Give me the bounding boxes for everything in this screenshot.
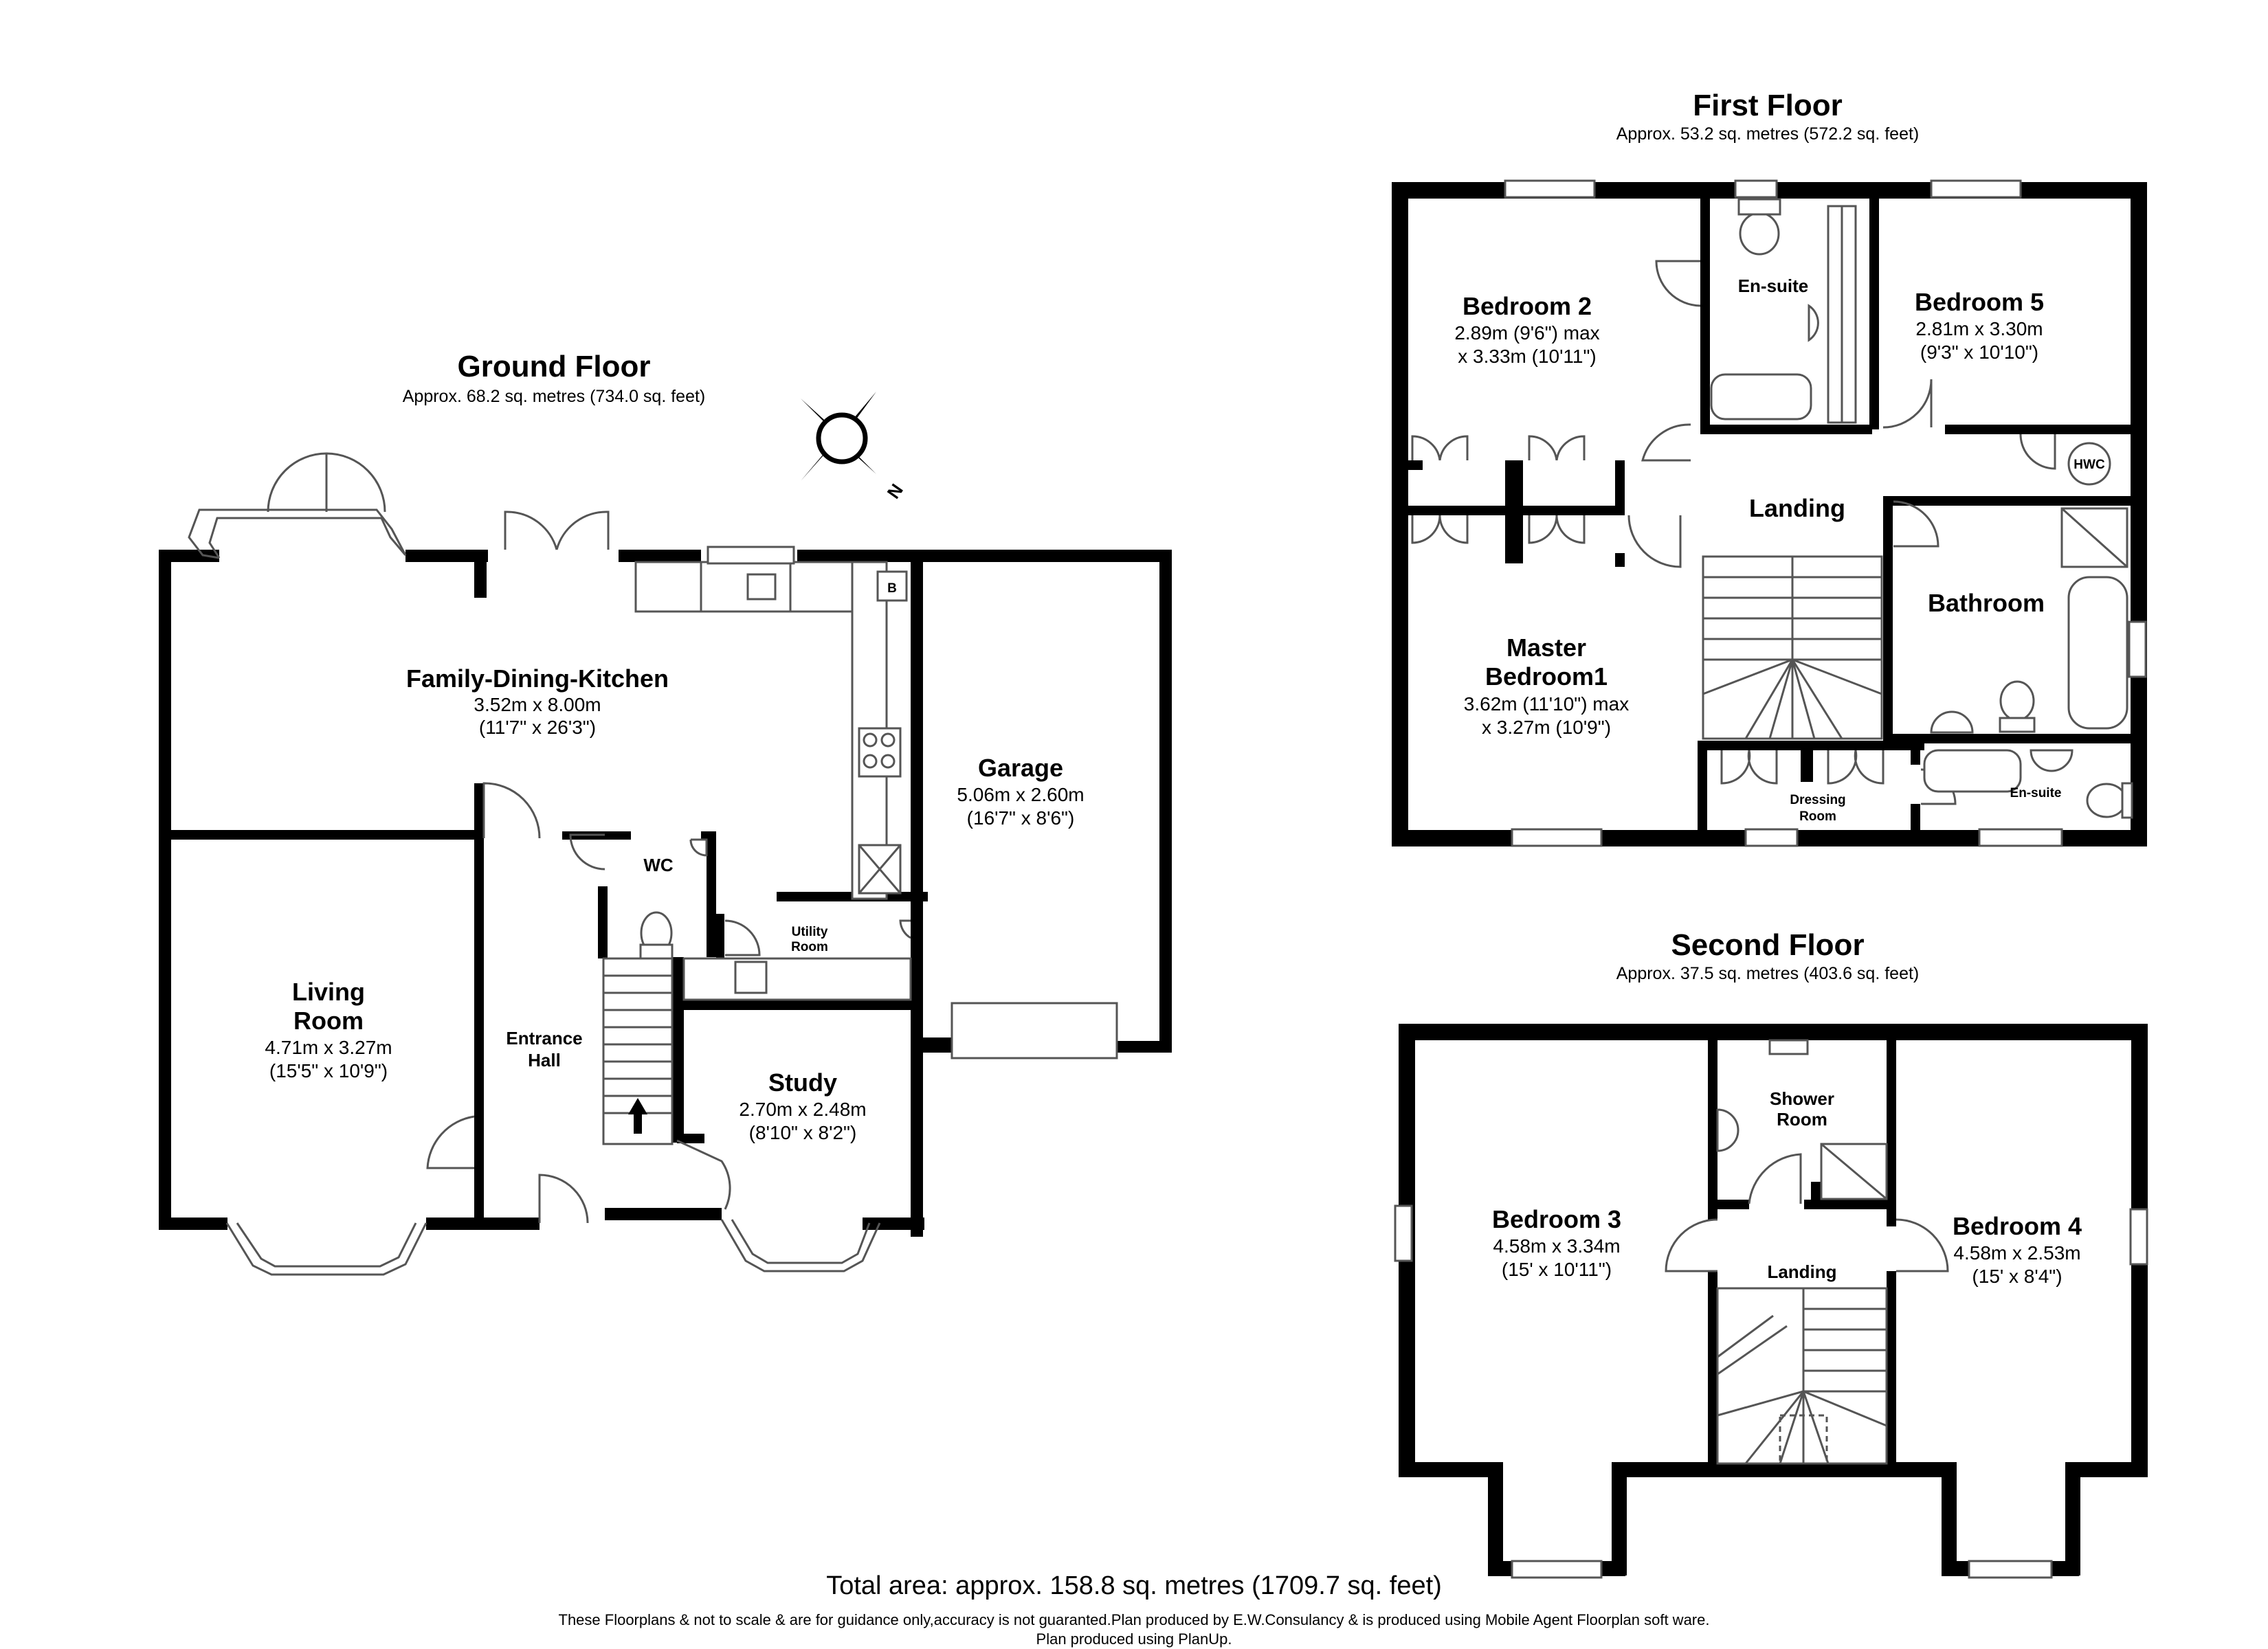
second-floor-fittings xyxy=(1716,1039,1888,1465)
living-imperial: (15'5" x 10'9") xyxy=(269,1060,388,1081)
bedroom5-dim: 2.81m x 3.30m xyxy=(1915,318,2043,339)
ground-floor-title: Ground Floor xyxy=(457,350,650,383)
second-floor-doors xyxy=(1665,1153,1949,1272)
kitchen-imperial: (11'7" x 26'3") xyxy=(479,717,596,738)
disclaimer-line2: Plan produced using PlanUp. xyxy=(1036,1630,1232,1648)
garage-dim: 5.06m x 2.60m xyxy=(957,784,1084,805)
garage-door xyxy=(950,1002,1118,1059)
second-floor-windows xyxy=(1394,1204,2148,1579)
second-floor-title: Second Floor xyxy=(1671,928,1864,962)
bedroom5-name: Bedroom 5 xyxy=(1915,288,2044,316)
bedroom3-imperial: (15' x 10'11") xyxy=(1502,1259,1612,1280)
ensuite1-name: En-suite xyxy=(1738,276,1809,296)
dressing-name-line2: Room xyxy=(1799,809,1836,824)
bedroom2-dim2: x 3.33m (10'11") xyxy=(1458,346,1597,367)
master-name-line1: Master xyxy=(1507,633,1586,662)
second-floor-walls xyxy=(1399,1024,2148,1576)
bay-window-living xyxy=(225,1222,427,1276)
kitchen-fittings: B xyxy=(634,546,908,900)
kitchen-name: Family-Dining-Kitchen xyxy=(406,664,669,693)
utility-fittings xyxy=(682,957,912,1001)
first-floor-title: First Floor xyxy=(1693,89,1843,122)
ensuite2-name: En-suite xyxy=(2010,786,2062,800)
study-imperial: (8'10" x 8'2") xyxy=(749,1122,857,1143)
master-dim2: x 3.27m (10'9") xyxy=(1482,717,1611,738)
bedroom3-name: Bedroom 3 xyxy=(1492,1205,1621,1233)
stair-up-arrow-icon xyxy=(628,1098,647,1134)
bathroom-name: Bathroom xyxy=(1928,589,2045,617)
first-floor-windows xyxy=(1504,179,2147,847)
master-dim: 3.62m (11'10") max xyxy=(1464,693,1629,715)
master-name-line2: Bedroom1 xyxy=(1485,662,1608,691)
compass-icon: N xyxy=(801,392,907,502)
ground-room-labels: Family-Dining-Kitchen 3.52m x 8.00m (11'… xyxy=(265,664,1084,1143)
living-name-line1: Living xyxy=(292,978,365,1006)
second-floor-plan: Second Floor Approx. 37.5 sq. metres (40… xyxy=(1394,928,2148,1579)
ground-floor-plan: Ground Floor Approx. 68.2 sq. metres (73… xyxy=(159,350,1172,1276)
second-floor-area: Approx. 37.5 sq. metres (403.6 sq. feet) xyxy=(1616,964,1920,983)
hall-name-line2: Hall xyxy=(528,1050,561,1070)
bedroom2-dim: 2.89m (9'6") max xyxy=(1454,322,1599,344)
utility-name-line2: Room xyxy=(791,940,828,954)
ground-stairs xyxy=(602,957,674,1145)
ground-floor-doors xyxy=(426,511,911,1224)
garage-name: Garage xyxy=(978,754,1063,782)
living-name-line2: Room xyxy=(293,1007,364,1035)
shower-name-line1: Shower xyxy=(1770,1088,1834,1109)
wc-fittings xyxy=(639,838,708,960)
second-landing-name: Landing xyxy=(1767,1261,1836,1282)
disclaimer-line1: These Floorplans & not to scale & are fo… xyxy=(559,1611,1710,1628)
ground-floor-area: Approx. 68.2 sq. metres (734.0 sq. feet) xyxy=(403,387,706,406)
ground-floor-walls xyxy=(159,550,1172,1237)
first-floor-doors xyxy=(1411,260,2056,805)
dressing-name-line1: Dressing xyxy=(1790,793,1845,807)
study-name: Study xyxy=(768,1068,837,1097)
boiler-box xyxy=(876,570,908,602)
compass-north-label: N xyxy=(883,480,907,503)
first-floor-plan: First Floor Approx. 53.2 sq. metres (572… xyxy=(1392,89,2147,847)
shower-name-line2: Room xyxy=(1777,1109,1827,1130)
bedroom5-imperial: (9'3" x 10'10") xyxy=(1920,341,2038,363)
footer: Total area: approx. 158.8 sq. metres (17… xyxy=(559,1571,1710,1648)
study-dim: 2.70m x 2.48m xyxy=(739,1099,866,1120)
hwc-label: HWC xyxy=(2074,458,2105,472)
first-floor-fittings: HWC xyxy=(1702,198,2133,819)
kitchen-dim: 3.52m x 8.00m xyxy=(474,694,601,715)
bedroom4-imperial: (15' x 8'4") xyxy=(1972,1266,2062,1287)
first-landing-name: Landing xyxy=(1749,494,1845,522)
total-area: Total area: approx. 158.8 sq. metres (17… xyxy=(826,1571,1442,1600)
hall-name-line1: Entrance xyxy=(506,1028,582,1048)
bedroom4-name: Bedroom 4 xyxy=(1953,1212,2082,1240)
first-floor-area: Approx. 53.2 sq. metres (572.2 sq. feet) xyxy=(1616,124,1920,144)
living-dim: 4.71m x 3.27m xyxy=(265,1037,392,1058)
bedroom2-name: Bedroom 2 xyxy=(1463,292,1592,320)
first-room-labels: Bedroom 2 2.89m (9'6") max x 3.33m (10'1… xyxy=(1454,276,2061,824)
bay-window-kitchen xyxy=(188,452,407,559)
bedroom3-dim: 4.58m x 3.34m xyxy=(1493,1235,1620,1257)
bay-window-study xyxy=(720,1219,881,1272)
wc-name: WC xyxy=(643,855,674,875)
utility-name-line1: Utility xyxy=(792,925,828,939)
garage-imperial: (16'7" x 8'6") xyxy=(967,807,1075,829)
bedroom4-dim: 4.58m x 2.53m xyxy=(1953,1242,2080,1264)
boiler-label: B xyxy=(887,581,897,596)
second-room-labels: Bedroom 3 4.58m x 3.34m (15' x 10'11") S… xyxy=(1492,1088,2082,1287)
